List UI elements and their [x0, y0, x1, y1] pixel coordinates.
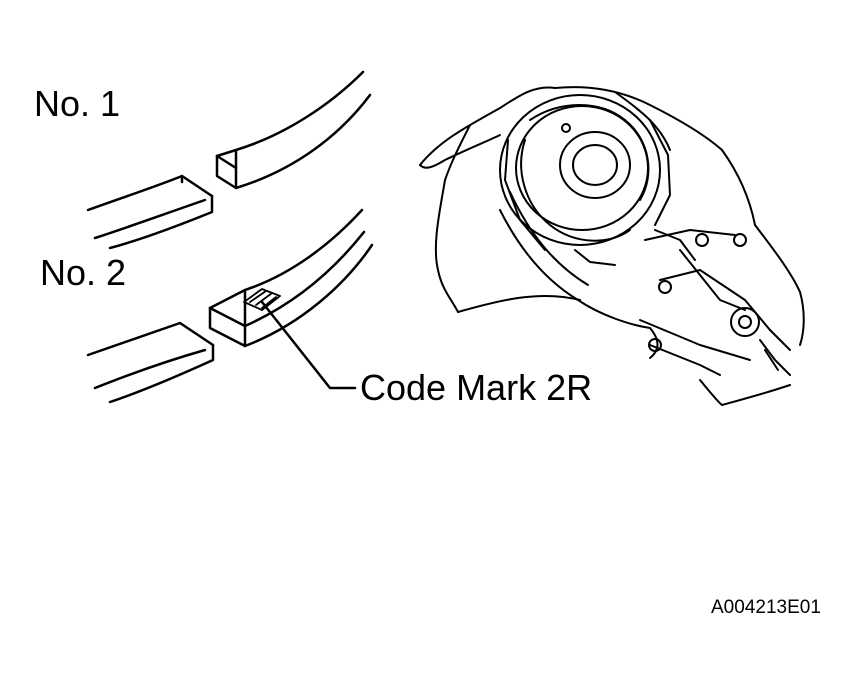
ring-no2-label: No. 2	[40, 252, 127, 293]
ring-no1-drawing	[86, 70, 372, 250]
code-mark-hatch	[243, 288, 281, 311]
ring-no2-drawing	[86, 208, 374, 404]
figure-id-label: A004213E01	[711, 597, 821, 618]
code-mark-leader	[260, 300, 357, 390]
ring-no1-label: No. 1	[34, 83, 121, 124]
hand-with-ring-expander	[419, 86, 805, 406]
code-mark-label: Code Mark 2R	[360, 367, 593, 408]
